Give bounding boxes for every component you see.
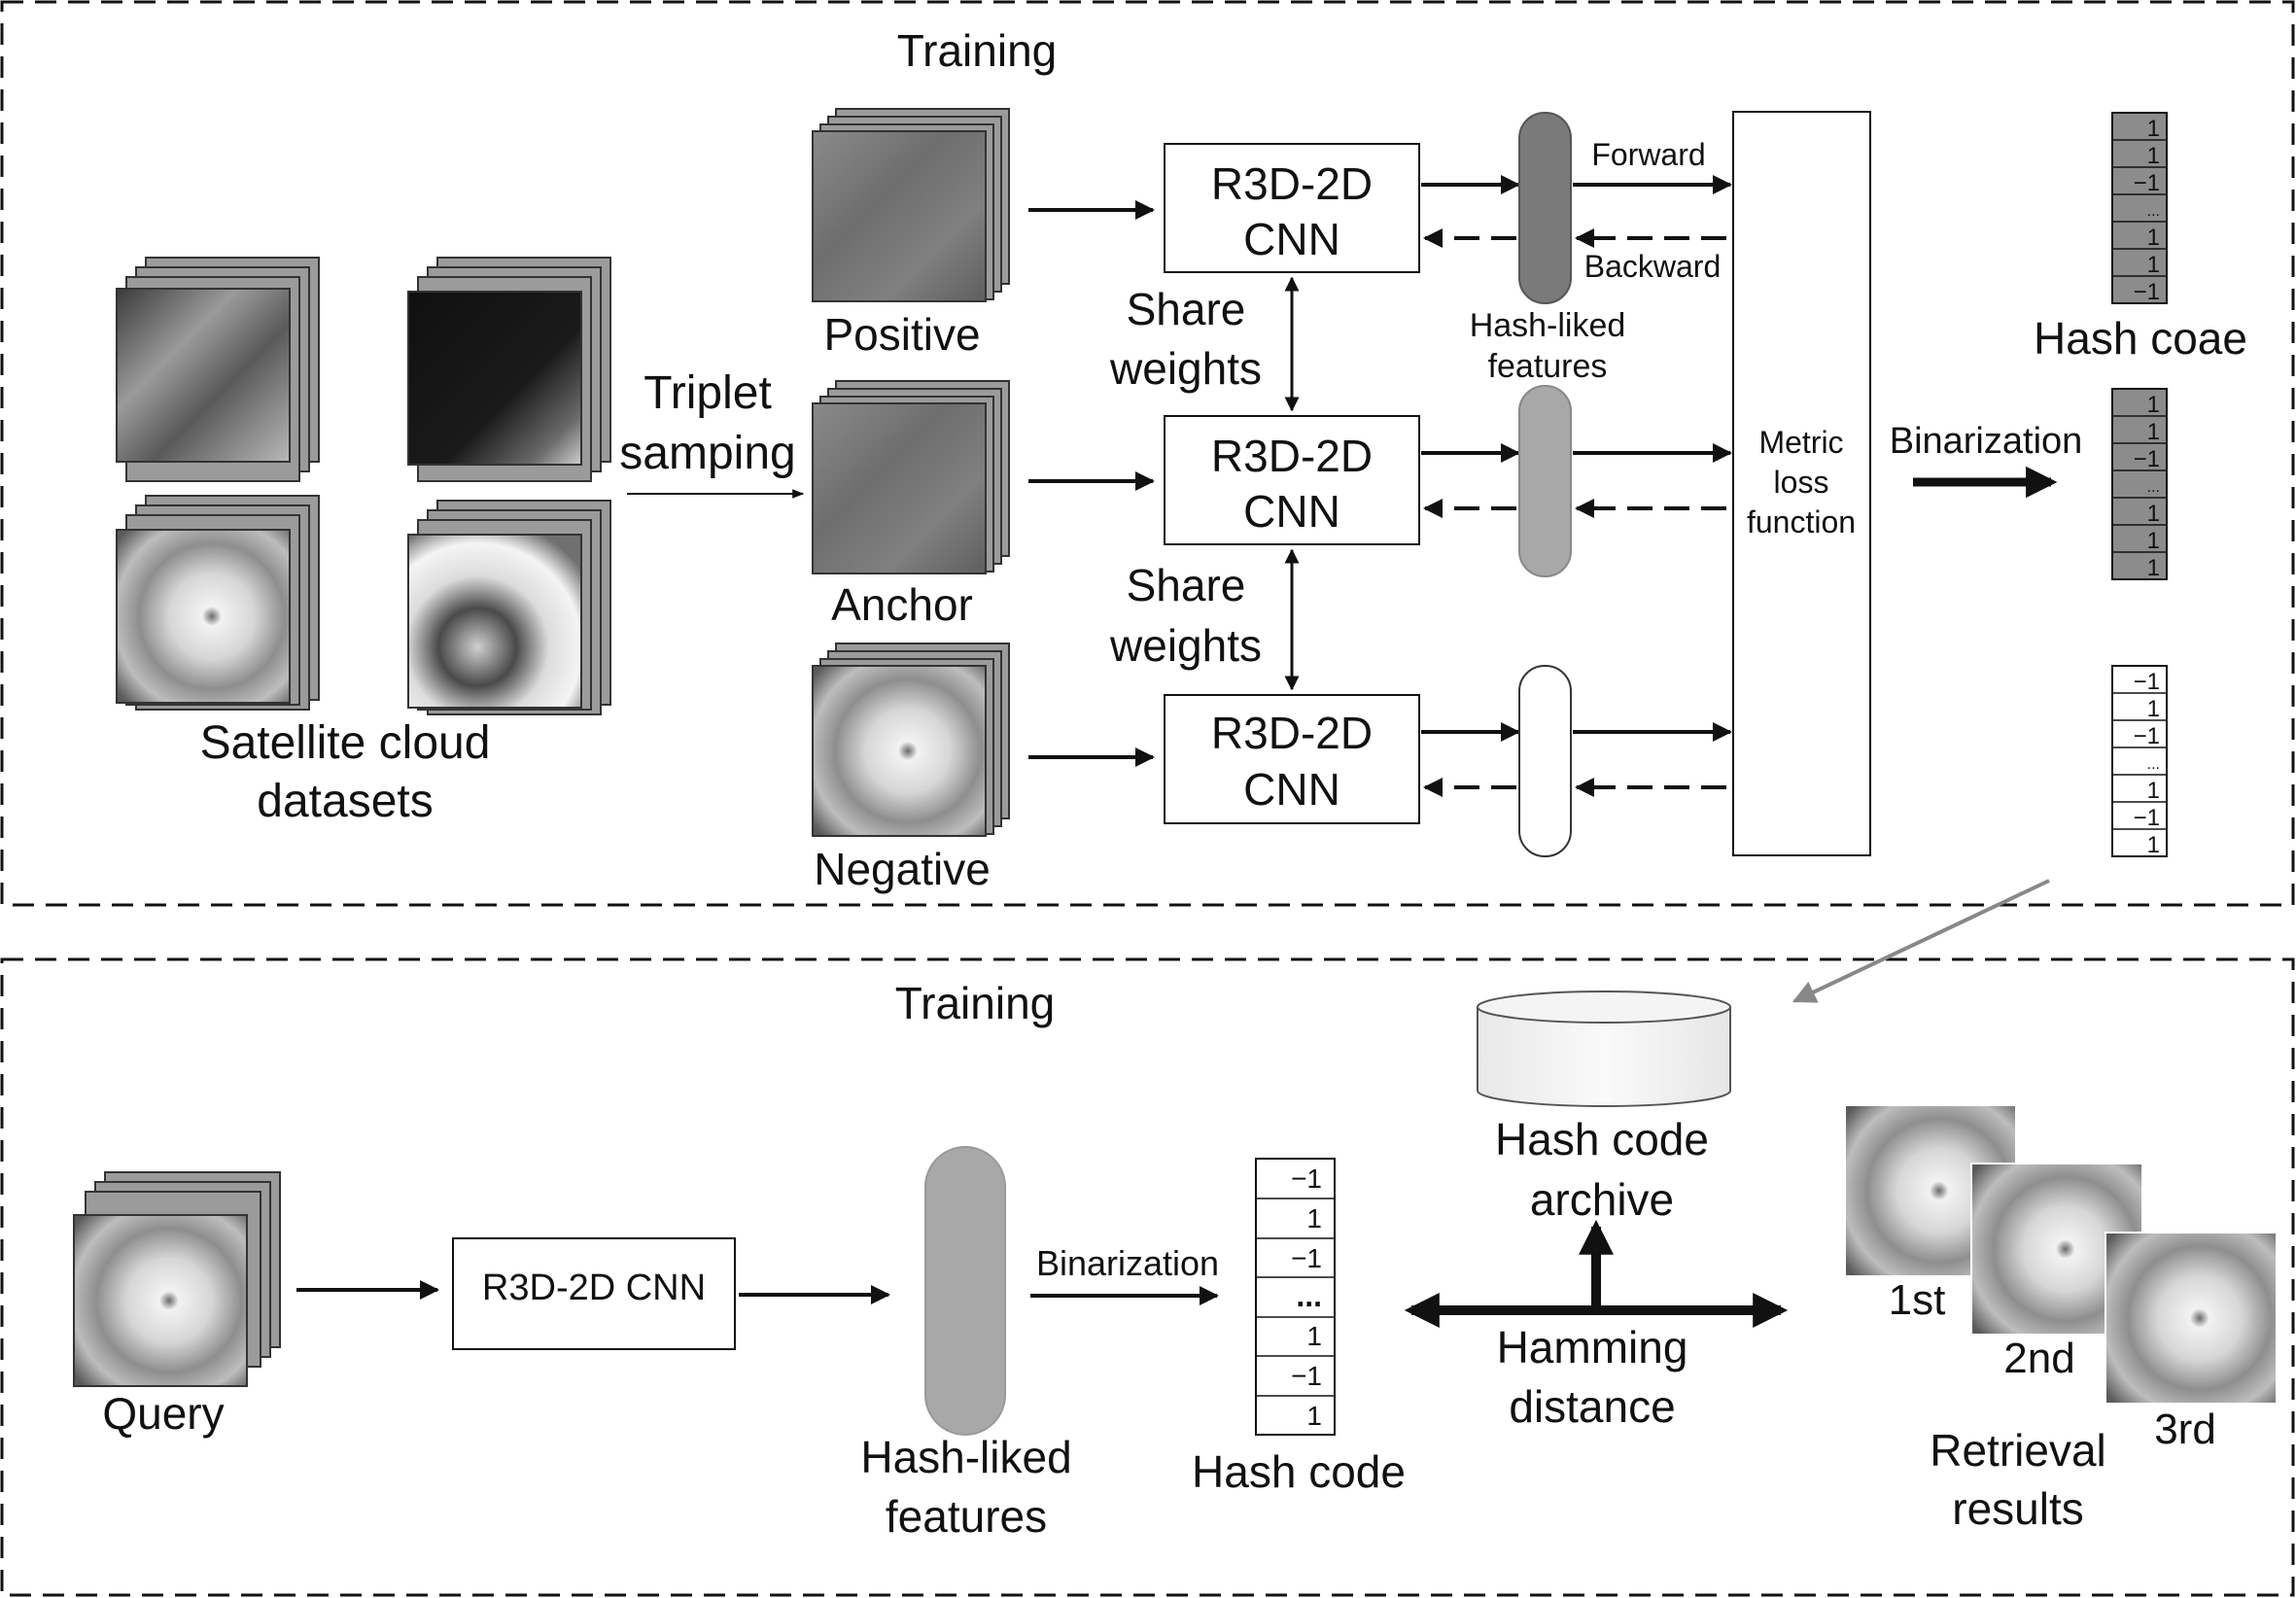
hash-code-column-bottom: −1 1 −1 ... 1 −1 1 (2111, 665, 2168, 858)
archive-label: Hash code (1495, 1114, 1709, 1164)
svg-text:...: ... (2147, 479, 2160, 496)
hash-code-column-retrieval: −1 1 −1 ... 1 −1 1 (1255, 1158, 1336, 1436)
svg-text:CNN: CNN (1243, 486, 1340, 537)
svg-text:1: 1 (2147, 252, 2160, 278)
share-weights-label-1: Share (1127, 284, 1246, 334)
dataset-image-stack-1 (116, 257, 320, 482)
archive-label-line2: archive (1530, 1174, 1674, 1225)
svg-text:−1: −1 (2134, 170, 2160, 196)
metric-loss-label: Metric (1758, 425, 1843, 460)
svg-text:1: 1 (2147, 696, 2160, 722)
svg-text:1: 1 (1306, 1401, 1322, 1431)
svg-text:−1: −1 (1291, 1164, 1322, 1194)
result-image-3 (2105, 1232, 2278, 1405)
svg-text:1: 1 (2147, 225, 2160, 251)
share-weights-label-2: Share (1127, 560, 1246, 610)
result-rank-1: 1st (1889, 1276, 1946, 1324)
svg-text:CNN: CNN (1243, 214, 1340, 264)
hamming-distance-label: Hamming (1497, 1322, 1688, 1372)
backward-label: Backward (1584, 249, 1722, 284)
cnn-box-negative: R3D-2D CNN (1164, 694, 1420, 824)
training-title: Training (897, 25, 1057, 76)
svg-text:R3D-2D: R3D-2D (1211, 158, 1373, 209)
hash-liked-features-label-retrieval-line2: features (886, 1491, 1047, 1542)
retrieval-panel-border (0, 957, 2295, 1597)
negative-label: Negative (814, 844, 991, 894)
svg-text:1: 1 (2147, 116, 2160, 142)
retrieval-results-label-line2: results (1952, 1483, 2083, 1534)
hash-liked-feature-positive (1518, 112, 1572, 304)
hash-code-column-top: 1 1 −1 ... 1 1 −1 (2111, 112, 2168, 305)
svg-text:R3D-2D: R3D-2D (1211, 708, 1373, 758)
svg-text:1: 1 (2147, 143, 2160, 169)
hash-liked-feature-negative (1518, 665, 1572, 857)
dataset-image-stack-4 (407, 500, 611, 715)
svg-text:1: 1 (1306, 1203, 1322, 1233)
hash-code-label-retrieval: Hash code (1192, 1446, 1406, 1497)
svg-text:1: 1 (2147, 392, 2160, 418)
svg-text:R3D-2D: R3D-2D (1211, 431, 1373, 481)
result-rank-3: 3rd (2154, 1406, 2216, 1453)
share-weights-label-1-line2: weights (1109, 343, 1262, 394)
binarization-label: Binarization (1890, 421, 2083, 462)
triplet-sampling-label: Triplet (644, 367, 772, 419)
binarization-label-retrieval: Binarization (1036, 1243, 1219, 1283)
dataset-label: Satellite cloud (200, 717, 491, 769)
svg-text:...: ... (2147, 203, 2160, 220)
svg-text:...: ... (1296, 1278, 1322, 1313)
anchor-label: Anchor (831, 579, 973, 630)
hash-code-label-training: Hash coae (2034, 313, 2247, 364)
hash-liked-features-label-retrieval: Hash-liked (860, 1432, 1071, 1482)
forward-label: Forward (1591, 137, 1705, 172)
cnn-box-positive: R3D-2D CNN (1164, 143, 1420, 273)
hash-liked-feature-anchor (1518, 385, 1572, 577)
share-weights-label-2-line2: weights (1109, 620, 1262, 671)
svg-text:1: 1 (2147, 832, 2160, 858)
hash-liked-features-label: Hash-liked (1470, 307, 1626, 344)
triplet-sampling-label-line2: samping (619, 428, 795, 479)
svg-text:−1: −1 (1291, 1361, 1322, 1391)
metric-loss-function-box (1732, 111, 1871, 856)
svg-text:CNN: CNN (1243, 764, 1340, 815)
metric-loss-label-line2: loss (1774, 465, 1829, 500)
svg-text:R3D-2D CNN: R3D-2D CNN (482, 1268, 706, 1308)
result-rank-2: 2nd (2003, 1335, 2074, 1382)
retrieval-results-label: Retrieval (1930, 1425, 2106, 1476)
svg-text:1: 1 (2147, 419, 2160, 445)
dataset-image-stack-2 (407, 257, 611, 482)
svg-text:1: 1 (2147, 528, 2160, 554)
query-label: Query (102, 1388, 224, 1439)
retrieval-cnn-box: R3D-2D CNN (452, 1237, 736, 1350)
svg-text:1: 1 (2147, 555, 2160, 581)
to-archive-arrow (1792, 879, 2050, 1003)
negative-image-stack (812, 643, 1010, 837)
positive-label: Positive (823, 309, 980, 360)
retrieval-title: Training (895, 978, 1055, 1028)
cnn-box-anchor: R3D-2D CNN (1164, 415, 1420, 545)
svg-text:−1: −1 (2134, 723, 2160, 749)
svg-text:1: 1 (2147, 501, 2160, 527)
metric-loss-label-line3: function (1747, 504, 1856, 539)
training-panel-border (0, 0, 2295, 907)
svg-text:...: ... (2147, 756, 2160, 773)
svg-text:−1: −1 (2134, 669, 2160, 695)
svg-text:−1: −1 (1291, 1243, 1322, 1273)
dataset-label-line2: datasets (257, 776, 433, 827)
svg-text:−1: −1 (2134, 279, 2160, 305)
svg-text:1: 1 (2147, 778, 2160, 804)
svg-text:−1: −1 (2134, 446, 2160, 472)
dataset-image-stack-3 (116, 495, 320, 711)
hash-code-archive-cylinder (1477, 990, 1731, 1107)
positive-image-stack (812, 108, 1010, 302)
hash-code-column-middle: 1 1 −1 ... 1 1 1 (2111, 388, 2168, 581)
query-image-stack (73, 1171, 281, 1387)
svg-text:1: 1 (1306, 1321, 1322, 1351)
hamming-distance-label-line2: distance (1509, 1381, 1675, 1432)
hash-liked-feature-retrieval (924, 1146, 1006, 1436)
anchor-image-stack (812, 380, 1010, 574)
svg-text:−1: −1 (2134, 805, 2160, 831)
hash-liked-features-label-line2: features (1488, 348, 1608, 385)
